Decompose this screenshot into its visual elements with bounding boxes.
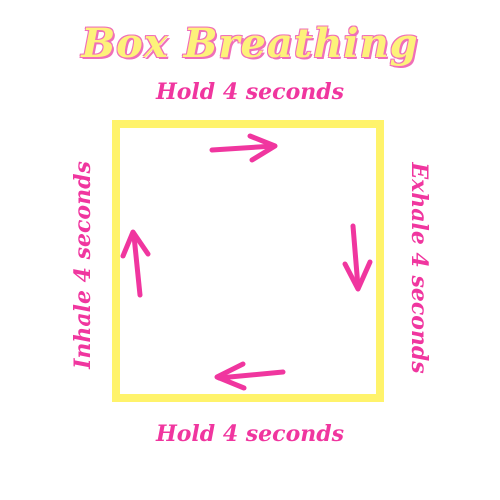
arrow-up-icon	[120, 229, 151, 298]
arrow-right-icon	[209, 133, 278, 163]
breathing-square	[112, 120, 384, 402]
arrow-left-icon	[214, 361, 286, 391]
label-hold-top: Hold 4 seconds	[155, 79, 345, 105]
label-hold-bottom: Hold 4 seconds	[155, 421, 345, 447]
page-title: Box Breathing	[81, 20, 419, 67]
arrow-down-icon	[342, 223, 373, 292]
